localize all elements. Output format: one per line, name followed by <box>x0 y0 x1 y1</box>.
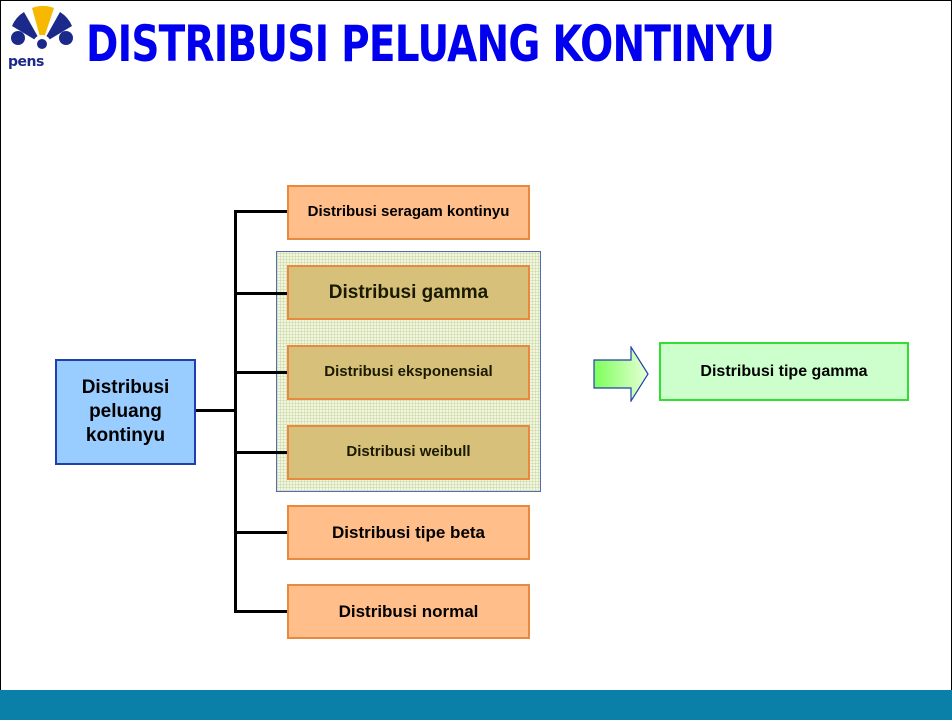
slide-title: DISTRIBUSI PELUANG KONTINYU <box>86 15 775 73</box>
vertical-connector <box>234 212 237 613</box>
branch-gamma <box>234 292 288 295</box>
branch-eksponensial <box>234 371 288 374</box>
branch-normal <box>234 610 288 613</box>
pens-logo: pens <box>2 4 82 76</box>
right-arrow-icon <box>593 346 649 402</box>
footer-bar <box>0 690 952 720</box>
branch-weibull <box>234 451 288 454</box>
branch-seragam <box>234 210 288 213</box>
root-connector <box>195 409 236 412</box>
node-normal: Distribusi normal <box>287 584 530 639</box>
pens-logo-icon <box>11 5 73 53</box>
node-eksponensial: Distribusi eksponensial <box>287 345 530 400</box>
node-gamma: Distribusi gamma <box>287 265 530 320</box>
node-tipe-beta: Distribusi tipe beta <box>287 505 530 560</box>
logo-text: pens <box>8 54 44 70</box>
root-node: Distribusi peluang kontinyu <box>55 359 196 465</box>
branch-beta <box>234 531 288 534</box>
node-seragam-kontinyu: Distribusi seragam kontinyu <box>287 185 530 240</box>
node-weibull: Distribusi weibull <box>287 425 530 480</box>
result-node: Distribusi tipe gamma <box>659 342 909 401</box>
